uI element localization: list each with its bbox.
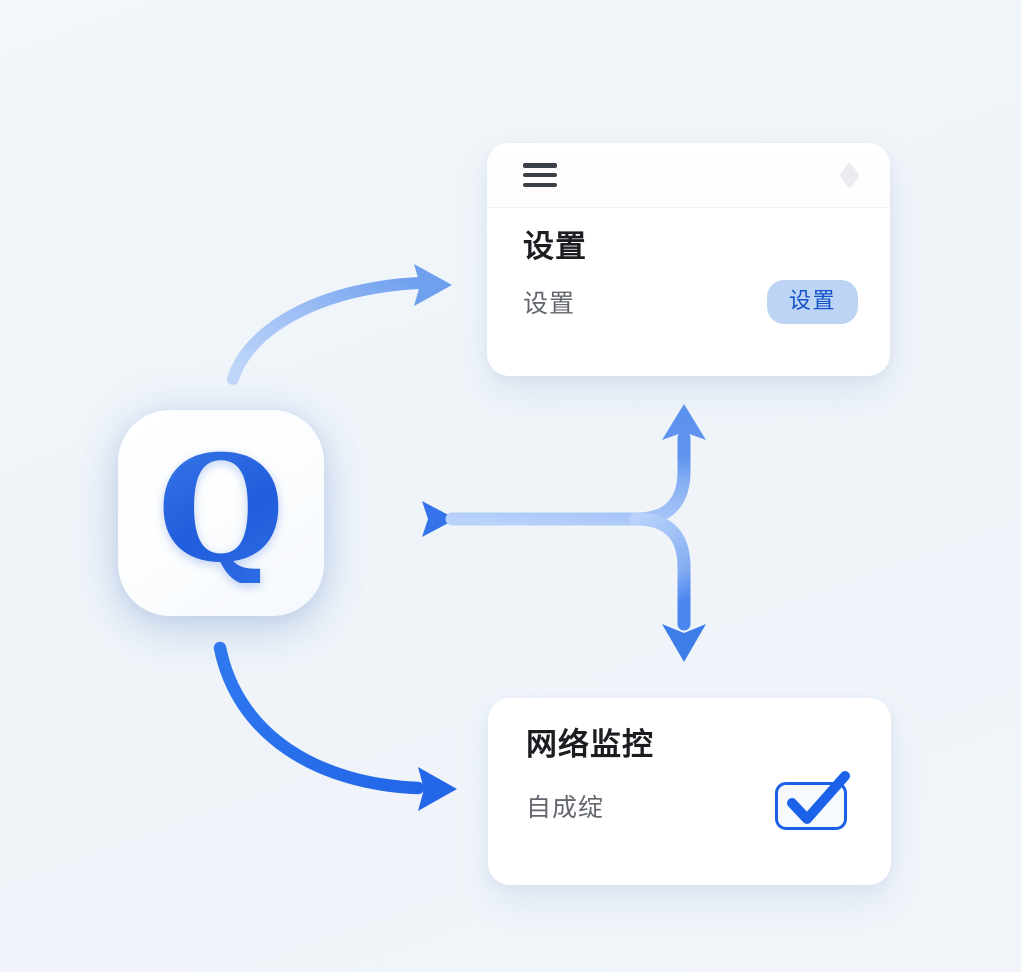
network-monitor-row: 自成绽 <box>526 771 859 832</box>
arrow-launcher-to-monitor <box>213 641 457 811</box>
diamond-icon <box>839 161 860 189</box>
settings-card-subtitle: 设置 <box>523 290 576 319</box>
arrow-launcher-to-settings <box>227 264 452 385</box>
hamburger-bar-middle <box>523 172 557 178</box>
settings-card-title: 设置 <box>523 229 587 264</box>
hamburger-bar-bottom <box>523 182 557 187</box>
q-logo-glyph: Q <box>157 424 285 595</box>
hamburger-bar-top <box>523 163 557 168</box>
arrow-branch-down <box>629 512 706 662</box>
settings-card-row: 设置 设置 <box>523 280 858 325</box>
network-monitor-title: 网络监控 <box>526 727 654 762</box>
settings-card[interactable]: 设置 设置 设置 <box>487 143 890 376</box>
checkbox-checked-icon[interactable] <box>775 771 853 832</box>
settings-card-body: 设置 设置 设置 <box>487 208 890 376</box>
checkbox-tick <box>787 771 850 825</box>
arrow-branch-up <box>445 404 706 526</box>
settings-card-titlebar <box>487 143 890 208</box>
network-monitor-card[interactable]: 网络监控 自成绽 <box>488 698 891 885</box>
settings-action-button[interactable]: 设置 <box>766 280 858 325</box>
arrow-launcher-to-branch <box>368 501 456 537</box>
q-app-tile[interactable]: Q <box>118 410 324 616</box>
hamburger-menu-icon[interactable] <box>523 163 557 187</box>
network-monitor-subtitle: 自成绽 <box>526 794 605 823</box>
